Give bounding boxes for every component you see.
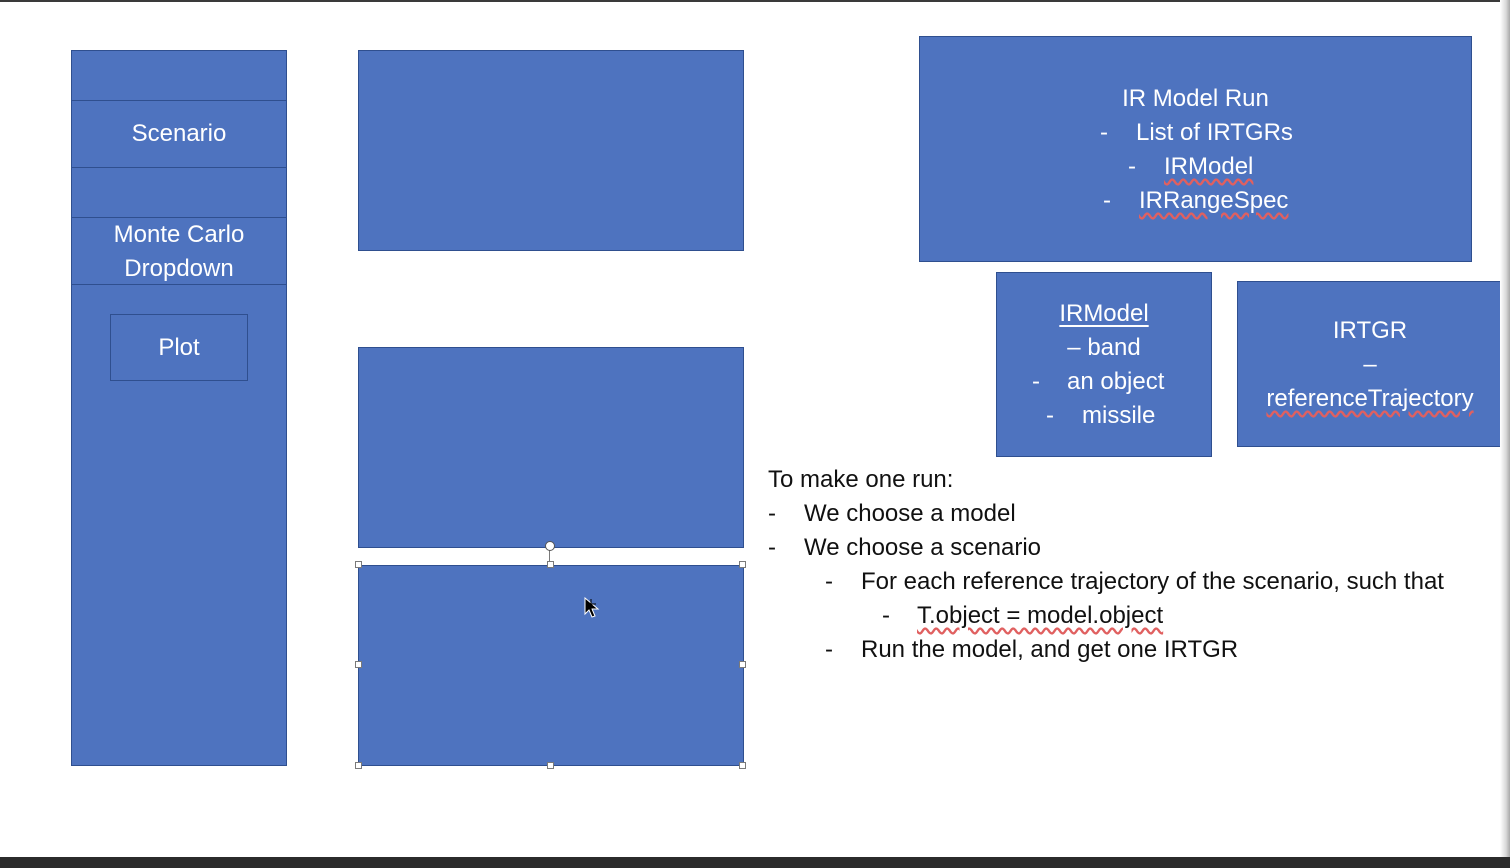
plot-button[interactable]: Plot <box>110 314 248 381</box>
sidebar-empty-row <box>72 168 286 218</box>
ir-run-item-irmodel: IRModel <box>1164 153 1254 180</box>
placeholder-panel-middle[interactable] <box>358 347 744 548</box>
notes-bullet: - <box>882 602 890 629</box>
rotation-handle-stem <box>549 550 550 564</box>
irtgr-box[interactable]: IRTGR – referenceTrajectory <box>1237 281 1503 447</box>
ir-run-bullet: - <box>1103 187 1111 214</box>
irmodel-title: IRModel <box>1059 300 1149 327</box>
notes-bullet: - <box>768 534 776 561</box>
top-border <box>0 0 1510 2</box>
notes-line-run: Run the model, and get one IRTGR <box>861 636 1239 663</box>
sidebar-scenario-row[interactable]: Scenario <box>72 101 286 168</box>
notes-line-trajectory: For each reference trajectory of the sce… <box>861 568 1444 595</box>
resize-handle-nw[interactable] <box>355 561 362 568</box>
irmodel-bullet: - <box>1046 402 1054 429</box>
ir-run-item-irrangespec: IRRangeSpec <box>1139 187 1289 214</box>
sidebar-empty-row <box>72 51 286 101</box>
resize-handle-se[interactable] <box>739 762 746 769</box>
ir-model-run-title: IR Model Run <box>1122 85 1269 112</box>
ir-model-run-box[interactable]: IR Model Run - List of IRTGRs - IRModel … <box>919 36 1472 262</box>
move-cursor-icon <box>584 597 600 618</box>
monte-carlo-label-line1: Monte Carlo <box>113 221 245 248</box>
placeholder-panel-top[interactable] <box>358 50 744 251</box>
window-right-edge <box>1500 0 1510 857</box>
ir-run-bullet: - <box>1100 119 1108 146</box>
notes-heading: To make one run: <box>768 466 954 493</box>
notes-line-condition: T.object = model.object <box>917 602 1164 629</box>
ir-run-item-irtgrs: List of IRTGRs <box>1136 119 1293 146</box>
notes-bullet: - <box>825 636 833 663</box>
monte-carlo-dropdown[interactable]: Monte Carlo Dropdown <box>72 218 286 285</box>
resize-handle-e[interactable] <box>739 661 746 668</box>
notes-line-scenario: We choose a scenario <box>804 534 1042 561</box>
bottom-border <box>0 857 1510 868</box>
irmodel-box[interactable]: IRModel – band - an object - missile <box>996 272 1212 457</box>
notes-bullet: - <box>768 500 776 527</box>
irmodel-bullet: - <box>1032 368 1040 395</box>
irtgr-title: IRTGR <box>1332 317 1408 344</box>
irtgr-dash: – <box>1363 351 1377 378</box>
resize-handle-sw[interactable] <box>355 762 362 769</box>
sidebar-panel: Scenario Monte Carlo Dropdown Plot <box>71 50 287 766</box>
resize-handle-ne[interactable] <box>739 561 746 568</box>
resize-handle-n[interactable] <box>547 561 554 568</box>
rotation-handle[interactable] <box>545 541 555 551</box>
resize-handle-w[interactable] <box>355 661 362 668</box>
irtgr-reference-trajectory: referenceTrajectory <box>1266 385 1474 412</box>
irmodel-band: – band <box>1067 334 1141 361</box>
ir-run-bullet: - <box>1128 153 1136 180</box>
notes-bullet: - <box>825 568 833 595</box>
monte-carlo-label-line2: Dropdown <box>124 255 234 282</box>
irmodel-item-object: an object <box>1067 368 1165 395</box>
scenario-label: Scenario <box>131 120 227 147</box>
placeholder-panel-bottom-selected[interactable] <box>358 565 744 766</box>
irmodel-item-missile: missile <box>1082 402 1156 429</box>
resize-handle-s[interactable] <box>547 762 554 769</box>
notes-line-model: We choose a model <box>804 500 1016 527</box>
